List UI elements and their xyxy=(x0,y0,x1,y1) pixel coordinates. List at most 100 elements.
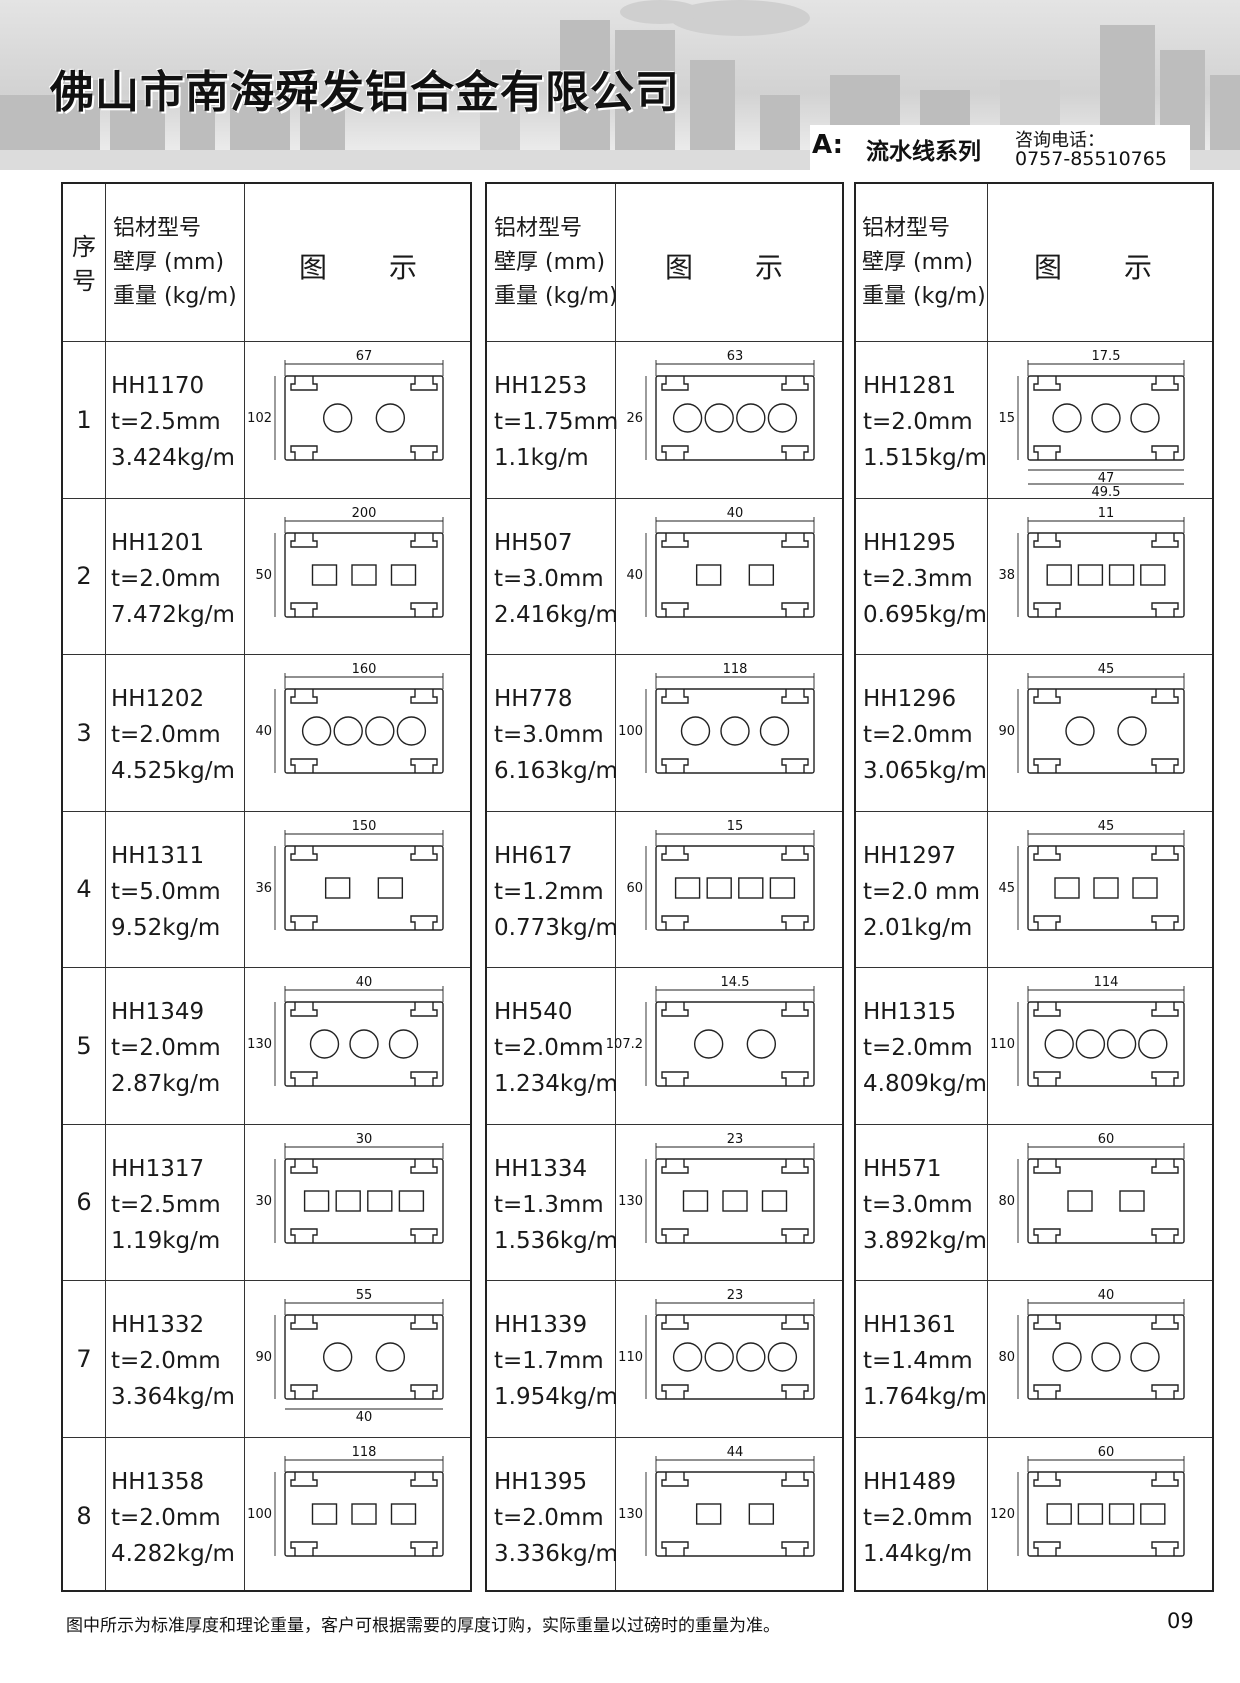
profile-weight: 3.065kg/m xyxy=(863,758,987,784)
profile-slot xyxy=(1151,1384,1179,1399)
profile-model: HH1315 xyxy=(863,999,957,1025)
dimension-label: 40 xyxy=(626,568,643,583)
profile-cavity xyxy=(1067,1189,1093,1212)
profile-cavity xyxy=(375,1342,406,1372)
series-name: 流水线系列 xyxy=(866,139,981,165)
dimension-label: 40 xyxy=(727,506,744,521)
profile-weight: 3.424kg/m xyxy=(111,445,235,471)
profile-slot xyxy=(1151,1002,1179,1017)
profile-thickness: t=1.75mm xyxy=(494,409,619,435)
profile-slot xyxy=(661,601,689,617)
dimension-label: 130 xyxy=(618,1507,643,1522)
profile-slot xyxy=(1151,601,1179,617)
profile-cavity xyxy=(1046,1502,1072,1525)
profile-body xyxy=(1027,844,1185,931)
profile-cavity xyxy=(322,403,353,433)
dimension-label: 11 xyxy=(1098,506,1115,521)
profile-cavity xyxy=(1138,1029,1168,1059)
profile-cavity xyxy=(1130,1342,1160,1372)
profile-thickness: t=2.0mm xyxy=(111,1504,221,1531)
series-label-background xyxy=(810,125,1190,171)
profile-outline xyxy=(1027,1157,1185,1244)
dimension-label: 60 xyxy=(1098,1445,1115,1460)
profile-body xyxy=(284,531,444,618)
profile-slot xyxy=(1151,1158,1179,1174)
profile-cavity xyxy=(1093,876,1119,899)
profile-body xyxy=(655,1314,815,1400)
profile-cavity xyxy=(769,876,796,899)
row-seq-number: 6 xyxy=(76,1188,92,1217)
profile-weight: 3.364kg/m xyxy=(111,1384,235,1410)
profile-thickness: t=2.5mm xyxy=(111,1191,221,1218)
profile-body xyxy=(1027,1001,1185,1087)
profile-cavity xyxy=(722,1189,748,1212)
dimension-label: 114 xyxy=(1094,975,1119,990)
spec-header: 铝材型号 壁厚 (mm) 重量 (kg/m) xyxy=(862,216,986,309)
profile-weight: 4.282kg/m xyxy=(111,1540,235,1567)
profile-slot xyxy=(290,845,318,861)
profile-model: HH1395 xyxy=(494,1468,588,1495)
profile-weight: 4.809kg/m xyxy=(863,1071,987,1097)
profile-model: HH1311 xyxy=(111,842,205,869)
profile-model: HH1358 xyxy=(111,1468,205,1495)
profile-body xyxy=(1027,531,1185,618)
dimension-label: 100 xyxy=(618,724,643,739)
profile-spec: HH1315 t=2.0mm 4.809kg/m xyxy=(863,994,987,1102)
profile-slot xyxy=(410,758,438,773)
profile-model: HH778 xyxy=(494,686,573,712)
dimension-label: 40 xyxy=(356,975,373,990)
profile-cavity xyxy=(396,716,427,746)
profile-slot xyxy=(661,914,689,930)
profile-outline xyxy=(655,688,815,774)
dimension-label: 80 xyxy=(998,1194,1015,1209)
profile-thickness: t=2.0mm xyxy=(111,1035,221,1061)
profile-outline xyxy=(284,688,444,774)
profile-cross-section: 14.5107.2 xyxy=(606,975,815,1087)
dimension-label: 90 xyxy=(255,1350,272,1365)
profile-slot xyxy=(410,914,438,930)
dimension-label: 55 xyxy=(356,1288,373,1303)
profile-cavity xyxy=(704,1342,734,1372)
profile-body xyxy=(1027,1314,1185,1400)
dimension-label: 15 xyxy=(727,819,744,834)
profile-slot xyxy=(781,601,809,617)
profile-spec: HH1358 t=2.0mm 4.282kg/m xyxy=(111,1464,235,1572)
profile-cavity xyxy=(767,403,798,433)
profile-slot xyxy=(1151,689,1179,704)
profile-thickness: t=2.0mm xyxy=(111,565,221,592)
profile-slot xyxy=(1033,532,1061,548)
spec-header: 铝材型号 壁厚 (mm) 重量 (kg/m) xyxy=(113,216,237,309)
dimension-label: 44 xyxy=(727,1445,744,1460)
profile-cavity xyxy=(375,403,406,433)
profile-model: HH1349 xyxy=(111,999,205,1025)
profile-weight: 1.515kg/m xyxy=(863,445,987,471)
seq-header: 序号 xyxy=(72,233,96,295)
profile-body xyxy=(1027,1470,1185,1557)
profile-body xyxy=(284,688,444,774)
profile-slot xyxy=(290,532,318,548)
profile-slot xyxy=(1151,914,1179,930)
profile-slot xyxy=(1151,845,1179,861)
profile-thickness: t=2.0mm xyxy=(863,1035,973,1061)
profile-slot xyxy=(410,1471,438,1487)
profile-body xyxy=(284,1001,444,1087)
profile-weight: 1.536kg/m xyxy=(494,1227,618,1254)
profile-cavity xyxy=(1077,563,1104,586)
profile-model: HH617 xyxy=(494,842,573,869)
